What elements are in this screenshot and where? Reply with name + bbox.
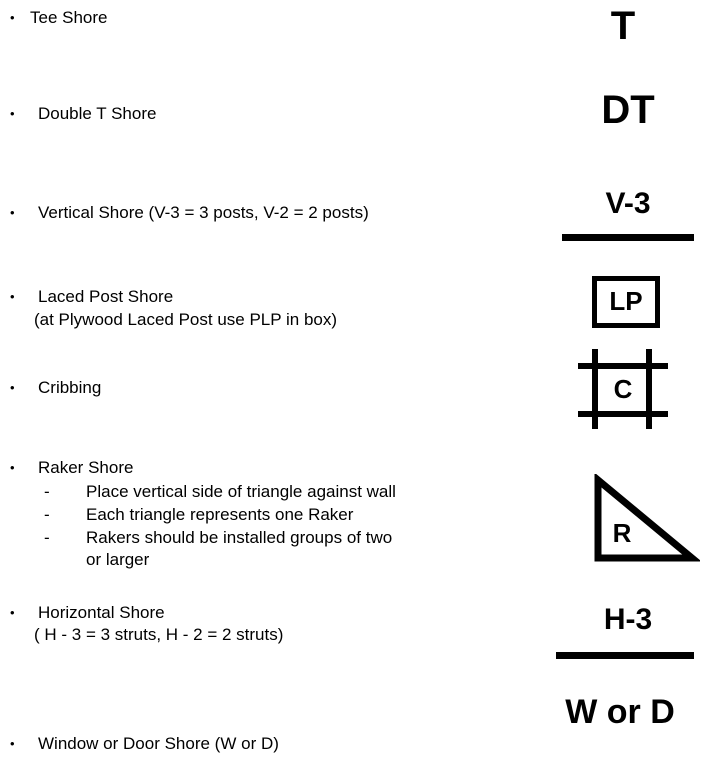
item-label: Raker Shore — [38, 458, 134, 477]
laced-post-symbol: LP — [609, 286, 643, 316]
sub-dash: - — [44, 528, 50, 547]
bullet: • — [10, 460, 15, 475]
raker-subitem: Rakers should be installed groups of two — [86, 528, 393, 547]
item-label: Laced Post Shore — [38, 287, 174, 306]
bullet: • — [10, 205, 15, 220]
sub-dash: - — [44, 482, 50, 501]
bullet: • — [10, 289, 15, 304]
vertical-shore-symbol: V-3 — [605, 187, 651, 220]
raker-subitem: Place vertical side of triangle against … — [86, 482, 396, 501]
crib-left-beam — [592, 349, 598, 429]
raker-subitem: or larger — [86, 550, 150, 569]
bullet: • — [10, 106, 15, 121]
cribbing-icon — [578, 349, 668, 429]
crib-top-beam — [578, 363, 668, 369]
item-sublabel: (at Plywood Laced Post use PLP in box) — [34, 310, 338, 329]
tee-shore-symbol: T — [610, 4, 636, 48]
item-label: Tee Shore — [30, 8, 108, 27]
bullet: • — [10, 380, 15, 395]
double-t-shore-symbol: DT — [601, 88, 655, 132]
raker-symbol: R — [612, 518, 632, 548]
item-label: Horizontal Shore — [38, 603, 165, 622]
item-label: Cribbing — [38, 378, 102, 397]
horizontal-shore-symbol: H-3 — [603, 603, 653, 636]
bullet: • — [10, 605, 15, 620]
window-door-shore-symbol: W or D — [565, 693, 675, 731]
item-sublabel: ( H - 3 = 3 struts, H - 2 = 2 struts) — [34, 625, 284, 644]
item-label: Vertical Shore (V-3 = 3 posts, V-2 = 2 p… — [38, 203, 369, 222]
vertical-shore-line — [562, 234, 694, 241]
bullet: • — [10, 736, 15, 751]
raker-subitem: Each triangle represents one Raker — [86, 505, 354, 524]
sub-dash: - — [44, 505, 50, 524]
horizontal-shore-line — [556, 652, 694, 659]
laced-post-box — [592, 276, 660, 328]
bullet: • — [10, 10, 15, 25]
item-label: Window or Door Shore (W or D) — [38, 734, 279, 753]
crib-bottom-beam — [578, 411, 668, 417]
crib-right-beam — [646, 349, 652, 429]
raker-triangle-icon — [594, 474, 700, 562]
cribbing-symbol: C — [613, 374, 633, 404]
item-label: Double T Shore — [38, 104, 157, 123]
